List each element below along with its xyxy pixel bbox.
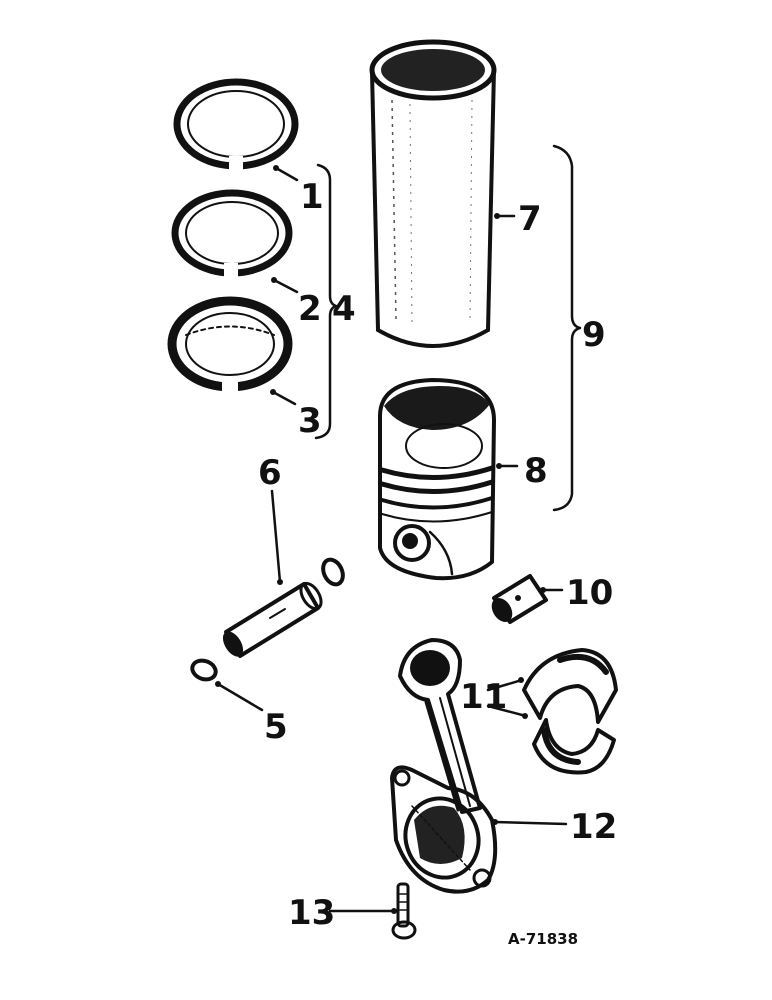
connecting-rod [390,638,498,894]
rod-bolt [391,882,417,940]
leader-line-1 [274,166,299,182]
callout-7: 7 [518,199,542,239]
figure-reference-code: A-71838 [508,930,578,948]
piston-ring-middle [171,189,293,277]
piston-ring-top [173,78,299,170]
leader-line-11b [486,704,528,718]
leader-line-2 [272,278,299,294]
piston [378,378,496,581]
callout-13: 13 [288,893,335,933]
leader-line-5 [216,682,264,712]
ring-set-bracket [314,163,338,440]
callout-3: 3 [298,401,322,441]
callout-8: 8 [524,451,548,491]
callout-5: 5 [264,707,288,747]
rod-bearing-shells [522,648,618,775]
callout-11: 11 [460,677,507,717]
cylinder-sleeve [369,39,497,348]
callout-9: 9 [582,315,606,355]
callout-6: 6 [258,453,282,493]
piston-pin [222,581,323,658]
leader-line-12 [492,820,568,826]
leader-line-3 [271,390,297,406]
pin-retainer-right [321,557,345,587]
sleeve-piston-bracket [552,144,582,512]
rod-bushing [491,574,548,624]
leader-line-6 [270,489,282,584]
callout-1: 1 [300,177,324,217]
callout-10: 10 [566,573,613,613]
callout-4: 4 [332,289,356,329]
callout-2: 2 [298,289,322,329]
piston-ring-oil [167,296,293,394]
callout-12: 12 [570,807,617,847]
leader-line-11a [486,678,524,692]
pin-retainer-left [190,658,218,682]
